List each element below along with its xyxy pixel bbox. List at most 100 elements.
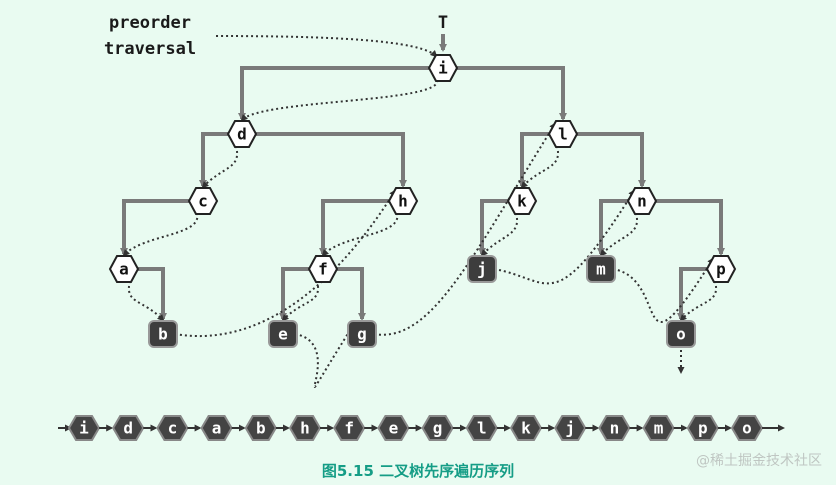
leaf-g: g [347,320,377,348]
node-label-k: k [517,192,527,211]
leaf-label-o: o [676,325,686,344]
seq-item-9: l [465,415,498,441]
edge-n-p [654,199,725,256]
seq-label-p: p [698,419,708,438]
seq-label-n: n [610,419,620,438]
seq-item-2: c [156,415,189,441]
edge-l-k [518,132,551,188]
edge-h-f [319,199,391,256]
node-n: n [626,187,658,215]
path-i-d [240,79,438,122]
path-k-j [480,212,519,257]
traversal-start [215,35,438,58]
figure-caption: 图5.15 二叉树先序遍历序列 [321,462,515,480]
node-label-p: p [716,260,726,279]
edge-d-c [199,132,230,188]
seq-item-13: m [642,415,675,441]
seq-item-15: o [730,415,764,441]
leaf-label-e: e [278,325,288,344]
leaf-m: m [586,255,616,283]
title-line-2: traversal [104,39,196,59]
seq-label-b: b [256,419,266,438]
seq-item-7: e [377,415,410,441]
title-line-1: preorder [109,13,191,33]
edge-i-d [238,66,431,121]
leaf-j: j [467,255,497,283]
seq-item-5: h [288,415,322,441]
edge-c-a [120,199,191,256]
node-d: d [226,120,258,148]
node-a: a [108,255,140,283]
seq-label-l: l [477,419,487,438]
path-a-b [127,280,165,322]
seq-item-14: p [686,415,719,441]
seq-label-j: j [565,419,575,438]
edge-f-g [335,267,366,321]
edge-a-b [136,267,167,321]
seq-label-g: g [433,419,443,438]
seq-label-e: e [389,419,399,438]
node-label-h: h [398,192,408,211]
node-label-l: l [558,125,568,144]
path-p-o [679,280,718,322]
path-e-g [294,322,356,388]
tree-nodes: i d l c h k n a f p b e g j m o [108,54,737,348]
edge-n-m [597,199,630,256]
seq-label-d: d [123,419,133,438]
edge-k-j [478,199,510,256]
watermark: @稀土掘金技术社区 [696,453,822,469]
edge-l-n [575,132,646,188]
seq-item-6: f [333,415,366,441]
node-p: p [705,255,737,283]
leaf-label-m: m [596,260,606,279]
node-label-i: i [438,59,448,78]
leaf-label-b: b [158,325,168,344]
node-f: f [307,255,339,283]
edge-d-h [254,132,407,188]
path-g-l [373,122,557,336]
seq-item-0: i [67,415,101,441]
seq-label-a: a [212,419,222,438]
path-j-n [493,189,636,285]
node-k: k [506,187,538,215]
path-c-a [122,212,199,257]
seq-item-8: g [421,415,454,441]
path-f-e [281,280,320,322]
node-l: l [547,120,579,148]
path-l-k [520,145,560,189]
seq-item-1: d [112,415,145,441]
node-h: h [387,187,419,215]
traversal-path [122,35,718,388]
node-label-d: d [237,125,247,144]
node-i: i [427,54,459,82]
path-m-p [612,257,715,323]
node-label-n: n [637,192,647,211]
path-h-f [321,212,399,257]
seq-item-11: j [554,415,587,441]
seq-label-k: k [521,419,531,438]
path-d-c [201,145,239,189]
seq-label-m: m [654,419,664,438]
leaf-b: b [148,320,178,348]
leaf-e: e [268,320,298,348]
leaf-o: o [666,320,696,348]
leaf-label-g: g [357,325,367,344]
seq-label-f: f [344,419,354,438]
seq-item-4: b [244,415,277,441]
edge-p-o [677,267,709,321]
seq-label-c: c [168,419,178,438]
node-label-f: f [318,260,328,279]
seq-item-12: n [598,415,631,441]
node-label-a: a [119,260,129,279]
path-n-m [599,212,639,257]
node-c: c [187,187,219,215]
seq-item-3: a [200,415,233,441]
edge-i-l [455,66,567,121]
pointer-label: T [438,13,448,33]
edge-f-e [279,267,311,321]
seq-label-i: i [79,419,89,438]
tree-edges [120,34,725,321]
